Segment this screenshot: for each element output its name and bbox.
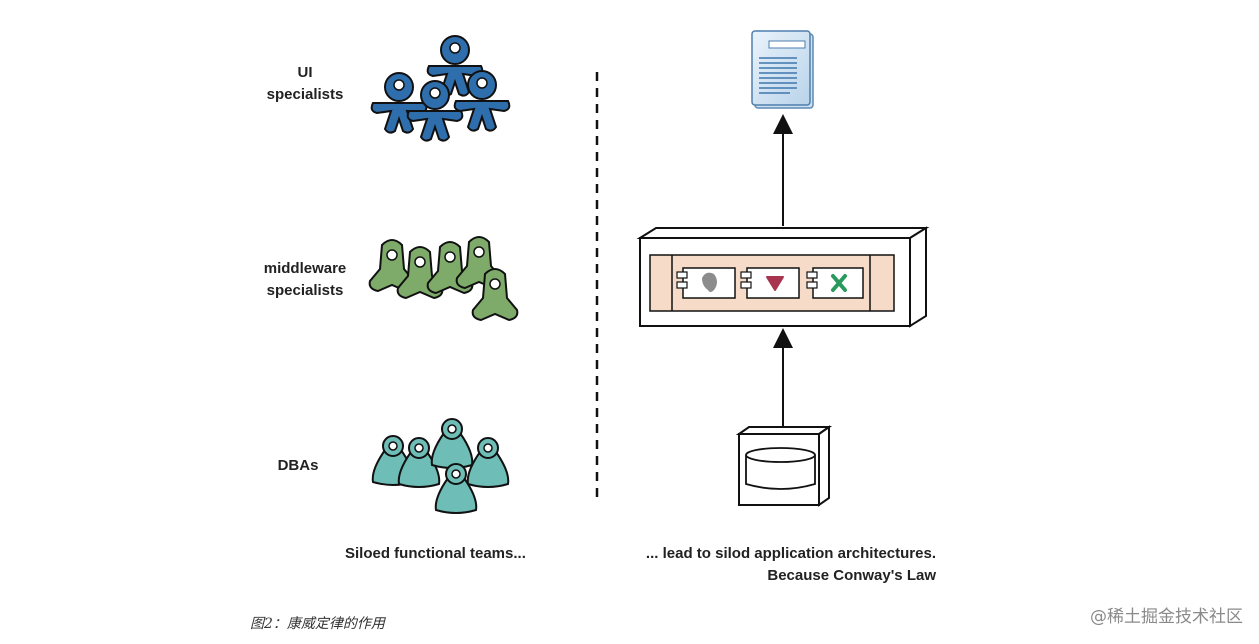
ui-specialists-label: UI specialists (265, 62, 345, 106)
ui-label-line1: UI (297, 64, 313, 81)
middleware-specialists-icon (368, 236, 519, 322)
figure-caption: 图2：康威定律的作用 (250, 616, 385, 632)
middleware-label-line1: middleware (263, 260, 347, 277)
right-caption: ... lead to silod application architectu… (620, 543, 936, 587)
dbas-label: DBAs (266, 455, 330, 477)
dbas-icon (371, 418, 510, 514)
ui-label-line2: specialists (266, 86, 344, 103)
right-caption-line2: Because Conway's Law (767, 567, 936, 584)
component-red (740, 267, 800, 299)
component-grey (676, 267, 736, 299)
ui-specialists-icon (370, 35, 511, 142)
component-green (806, 267, 864, 299)
middleware-label-line2: specialists (266, 282, 344, 299)
watermark: @稀土掘金技术社区 (1090, 607, 1243, 627)
right-caption-line1: ... lead to silod application architectu… (645, 545, 936, 562)
dbas-label-line1: DBAs (277, 457, 319, 474)
middleware-specialists-label: middleware specialists (250, 258, 360, 302)
document-icon (751, 30, 814, 109)
left-caption: Siloed functional teams... (345, 545, 526, 562)
database-icon (735, 425, 833, 507)
